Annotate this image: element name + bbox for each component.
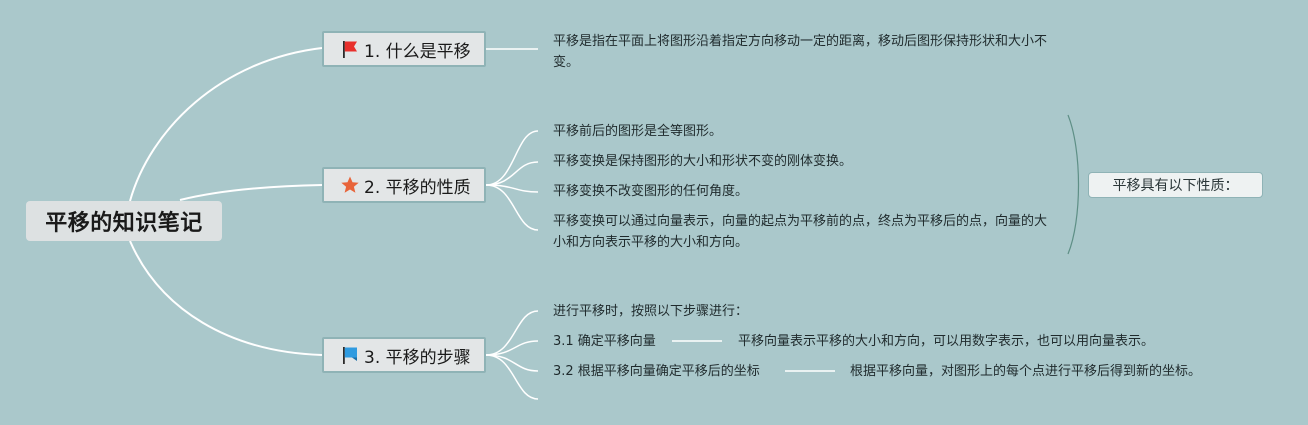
leaf-property-4[interactable]: 平移变换可以通过向量表示，向量的起点为平移前的点，终点为平移后的点，向量的大小和… xyxy=(553,214,1048,250)
topic-label: 1. 什么是平移 xyxy=(364,41,471,62)
topic-label: 3. 平移的步骤 xyxy=(364,347,471,368)
leaf-property-1[interactable]: 平移前后的图形是全等图形。 xyxy=(553,124,723,139)
leaf-definition[interactable]: 平移是指在平面上将图形沿着指定方向移动一定的距离，移动后图形保持形状和大小不变。 xyxy=(553,34,1048,70)
root-topic[interactable]: 平移的知识笔记 xyxy=(26,201,222,241)
connector-topic-2-leaf-1 xyxy=(485,130,539,186)
blue-flag-icon xyxy=(343,347,357,364)
topic-properties[interactable]: 2. 平移的性质 xyxy=(322,167,486,203)
topic-what-is-translation[interactable]: 1. 什么是平移 xyxy=(322,31,486,67)
orange-star-icon xyxy=(341,176,359,193)
summary-bracket xyxy=(1067,114,1080,255)
connector-topic-3-leaf-4 xyxy=(485,354,539,400)
leaf-property-2[interactable]: 平移变换是保持图形的大小和形状不变的刚体变换。 xyxy=(553,154,853,169)
connector-topic-3-leaf-1 xyxy=(485,310,539,356)
leaf-step-1[interactable]: 3.1 确定平移向量 xyxy=(553,334,656,349)
topic-label: 2. 平移的性质 xyxy=(364,177,471,198)
root-title: 平移的知识笔记 xyxy=(45,211,203,236)
connector-root-topic-1 xyxy=(129,47,323,202)
leaf-property-3[interactable]: 平移变换不改变图形的任何角度。 xyxy=(553,184,749,199)
leaf-step-intro[interactable]: 进行平移时，按照以下步骤进行： xyxy=(553,304,749,319)
connector-topic-2-leaf-4 xyxy=(485,184,539,231)
leaf-step-1-detail[interactable]: 平移向量表示平移的大小和方向，可以用数字表示，也可以用向量表示。 xyxy=(738,334,1155,349)
leaf-step-2-detail[interactable]: 根据平移向量，对图形上的每个点进行平移后得到新的坐标。 xyxy=(850,364,1202,379)
topic-steps[interactable]: 3. 平移的步骤 xyxy=(322,337,486,373)
leaf-step-2[interactable]: 3.2 根据平移向量确定平移后的坐标 xyxy=(553,364,760,379)
summary-label: 平移具有以下性质： xyxy=(1112,178,1239,194)
summary-box[interactable]: 平移具有以下性质： xyxy=(1088,172,1263,198)
connector-topic-3-leaf-3 xyxy=(485,354,539,372)
connector-root-topic-2 xyxy=(179,184,323,201)
connector-topic-3-leaf-2 xyxy=(485,340,539,356)
connector-topic-2-leaf-2 xyxy=(485,161,539,186)
connector-root-topic-3 xyxy=(129,240,323,356)
red-flag-icon xyxy=(343,41,357,58)
